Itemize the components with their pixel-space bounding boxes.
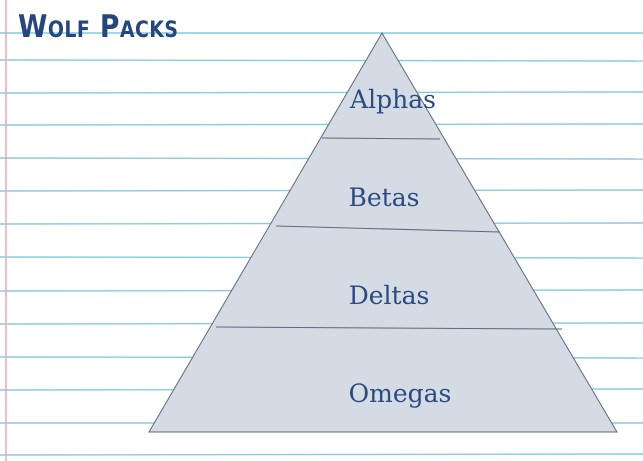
tier-label-deltas: Deltas: [349, 281, 430, 310]
tier-label-alphas: Alphas: [349, 85, 436, 114]
slide-title: Wolf Packs: [18, 9, 179, 45]
tier-divider-2: [275, 225, 501, 233]
pyramid-shape: [148, 32, 618, 433]
tier-divider-3: [215, 326, 563, 330]
tier-divider-1: [321, 137, 441, 140]
tier-label-betas: Betas: [349, 183, 420, 212]
tier-label-omegas: Omegas: [349, 379, 452, 408]
